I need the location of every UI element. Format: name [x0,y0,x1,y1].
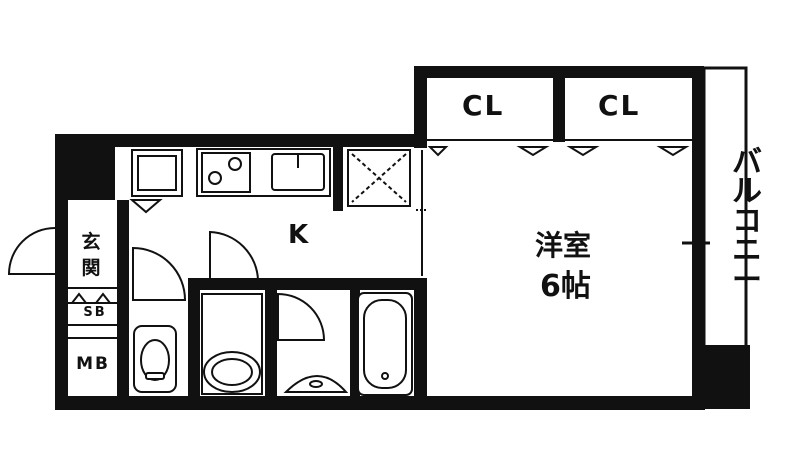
kitchen-fixtures [129,148,411,214]
shoe-box-label: SB [83,305,107,320]
wall-room-left-lower [414,278,427,410]
meter-box-label: MB [76,354,110,374]
door-entry-kitchen [132,246,187,301]
closets [427,139,692,157]
basin-icon [201,293,263,395]
door-washroom [277,292,326,341]
wall-top-kitchen [55,134,420,147]
wall-bottom [55,396,705,410]
wall-corner-block [55,134,115,200]
closet-door-marks-2 [566,146,690,157]
closet-label-2: CL [598,89,641,122]
wall-closet-divider [553,66,565,142]
wall-room-right [692,66,704,410]
burner-2-icon [228,157,242,171]
wall-fridge-post [333,147,343,211]
washroom-sink-icon [283,375,349,393]
balcony-pillar [698,345,750,409]
wall-bath-left [350,278,360,410]
interior-doors [132,230,326,341]
bathtub-icon [357,292,413,396]
sliding-door [416,150,428,276]
wall-left [55,134,68,410]
front-door [7,227,56,275]
entrance-label: 玄関 [81,231,101,279]
door-toilet [209,230,260,281]
closet-door-marks-1 [427,146,550,157]
wall-room-left-upper [414,66,427,148]
entrance-area [7,227,117,339]
closet-label-1: CL [462,89,505,122]
stove [201,152,251,193]
wall-toilet-left [188,278,200,410]
walls [55,66,750,410]
balcony-outline [682,66,748,402]
burner-1-icon [208,171,222,185]
toilet-icon [133,325,177,393]
wall-entry-divider [117,200,129,410]
western-room-label: 洋室 [535,229,592,262]
kitchen-label: K [288,220,309,250]
room-size-label: 6帖 [540,269,591,304]
balcony-label: バルコニー [732,145,762,298]
